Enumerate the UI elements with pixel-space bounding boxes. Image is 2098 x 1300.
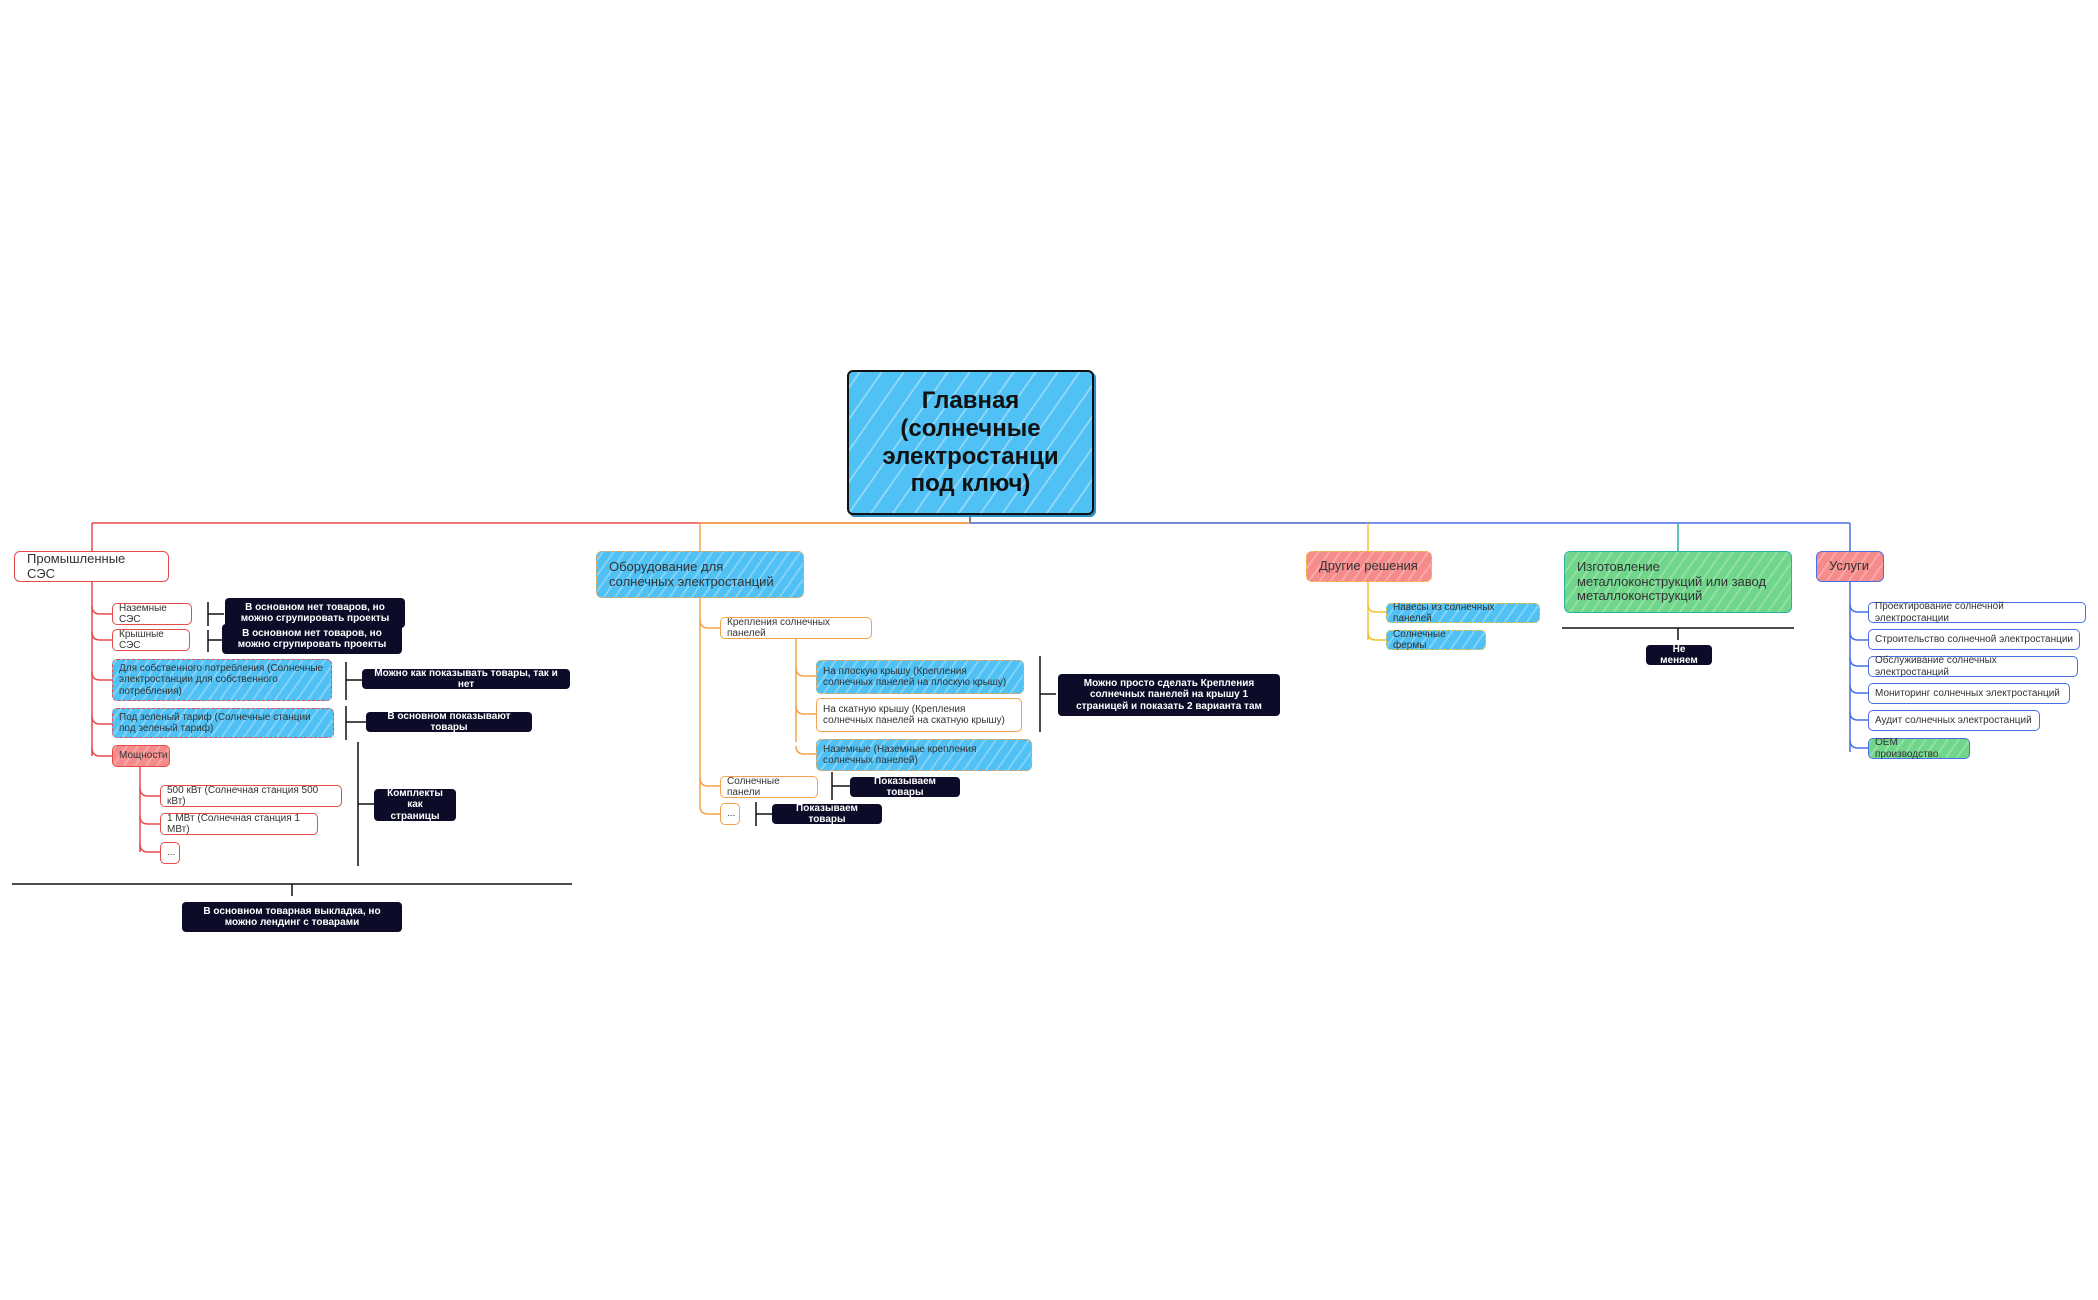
item-label: Наземные СЭС (119, 602, 167, 626)
item-label: Навесы из солнечных панелей (1393, 601, 1495, 625)
branch-metal-label: Изготовление металлоконструкций или заво… (1577, 558, 1767, 604)
branch-industrial-label: Промышленные СЭС (27, 550, 126, 581)
item-label: Мощности (119, 750, 168, 762)
item-label: Обслуживание солнечных электростанций (1875, 655, 1997, 678)
branch-services[interactable]: Услуги (1816, 551, 1884, 582)
mount-item-pitched-roof[interactable]: На скатную крышу (Крепления солнечных па… (816, 698, 1022, 732)
service-item-maintenance[interactable]: Обслуживание солнечных электростанций (1868, 655, 2078, 678)
item-label: ... (167, 847, 176, 859)
note-industrial-own: Можно как показывать товары, так и нет (362, 667, 570, 691)
branch-services-label: Услуги (1829, 558, 1869, 574)
note-text: В основном товарная выкладка, но можно л… (203, 905, 381, 929)
service-item-monitoring[interactable]: Мониторинг солнечных электростанций (1868, 683, 2070, 704)
note-text: В основном нет товаров, но можно сгрупир… (240, 601, 390, 625)
item-label: Солнечные фермы (1393, 628, 1446, 652)
note-industrial-kits: Комплекты как страницы (374, 787, 456, 822)
industrial-item-roof[interactable]: Крышные СЭС (112, 629, 190, 651)
item-label: Строительство солнечной электростанции (1875, 633, 2073, 645)
power-item-more[interactable]: ... (160, 842, 180, 864)
power-item-500kw[interactable]: 500 кВт (Солнечная станция 500 кВт) (160, 785, 342, 807)
note-industrial-ground: В основном нет товаров, но можно сгрупир… (225, 598, 405, 628)
equipment-item-panels[interactable]: Солнечные панели (720, 776, 818, 798)
other-item-canopies[interactable]: Навесы из солнечных панелей (1386, 601, 1540, 625)
service-item-construction[interactable]: Строительство солнечной электростанции (1868, 629, 2080, 650)
note-text: Можно как показывать товары, так и нет (374, 667, 558, 691)
root-title: Главная (солнечные электростанци под клю… (882, 387, 1059, 498)
item-label: Крепления солнечных панелей (727, 616, 831, 640)
branch-equipment[interactable]: Оборудование для солнечных электростанци… (596, 551, 804, 598)
other-item-farms[interactable]: Солнечные фермы (1386, 628, 1486, 652)
item-label: На скатную крышу (Крепления солнечных па… (823, 703, 1005, 727)
note-equipment-mounts: Можно просто сделать Крепления солнечных… (1058, 674, 1280, 716)
mount-item-flat-roof[interactable]: На плоскую крышу (Крепления солнечных па… (816, 660, 1024, 694)
note-equipment-more: Показываем товары (772, 802, 882, 826)
mount-item-ground[interactable]: Наземные (Наземные крепления солнечных п… (816, 739, 1032, 771)
note-industrial-roof: В основном нет товаров, но можно сгрупир… (222, 624, 402, 654)
branch-equipment-label: Оборудование для солнечных электростанци… (609, 558, 774, 589)
branch-other[interactable]: Другие решения (1306, 551, 1432, 582)
industrial-item-ground[interactable]: Наземные СЭС (112, 603, 192, 625)
note-text: Можно просто сделать Крепления солнечных… (1076, 677, 1262, 712)
service-item-oem[interactable]: OEM производство (1868, 737, 1970, 760)
note-text: В основном показывают товары (387, 710, 511, 734)
note-text: Показываем товары (796, 802, 858, 826)
item-label: Проектирование солнечной электростанции (1875, 601, 2004, 624)
item-label: Солнечные панели (727, 775, 780, 799)
item-label: Мониторинг солнечных электростанций (1875, 687, 2060, 699)
note-industrial-summary: В основном товарная выкладка, но можно л… (182, 902, 402, 932)
item-label: Аудит солнечных электростанций (1875, 714, 2032, 726)
item-label: Для собственного потребления (Солнечные … (119, 662, 324, 697)
service-item-design[interactable]: Проектирование солнечной электростанции (1868, 601, 2086, 624)
branch-industrial[interactable]: Промышленные СЭС (14, 551, 169, 582)
branch-other-label: Другие решения (1319, 558, 1418, 574)
equipment-item-more[interactable]: ... (720, 803, 740, 825)
note-text: Комплекты как страницы (387, 787, 443, 822)
note-text: Не меняем (1660, 643, 1698, 667)
power-item-1mw[interactable]: 1 МВт (Солнечная станция 1 МВт) (160, 813, 318, 835)
note-metal: Не меняем (1646, 643, 1712, 667)
note-text: В основном нет товаров, но можно сгрупир… (237, 627, 387, 651)
service-item-audit[interactable]: Аудит солнечных электростанций (1868, 710, 2040, 731)
item-label: Крышные СЭС (119, 628, 164, 652)
note-industrial-tariff: В основном показывают товары (366, 710, 532, 734)
item-label: OEM производство (1875, 737, 1939, 760)
item-label: Наземные (Наземные крепления солнечных п… (823, 743, 977, 767)
note-equipment-panels: Показываем товары (850, 775, 960, 799)
industrial-item-own-consumption[interactable]: Для собственного потребления (Солнечные … (112, 659, 332, 701)
item-label: 1 МВт (Солнечная станция 1 МВт) (167, 812, 300, 836)
root-node[interactable]: Главная (солнечные электростанци под клю… (847, 370, 1094, 515)
industrial-item-green-tariff[interactable]: Под зеленый тариф (Солнечные станции под… (112, 708, 334, 738)
note-text: Показываем товары (874, 775, 936, 799)
item-label: На плоскую крышу (Крепления солнечных па… (823, 665, 1007, 689)
branch-metal[interactable]: Изготовление металлоконструкций или заво… (1564, 551, 1792, 613)
item-label: Под зеленый тариф (Солнечные станции под… (119, 711, 311, 735)
equipment-item-mounts[interactable]: Крепления солнечных панелей (720, 617, 872, 639)
item-label: 500 кВт (Солнечная станция 500 кВт) (167, 784, 319, 808)
item-label: ... (727, 808, 736, 820)
industrial-item-power[interactable]: Мощности (112, 745, 170, 767)
